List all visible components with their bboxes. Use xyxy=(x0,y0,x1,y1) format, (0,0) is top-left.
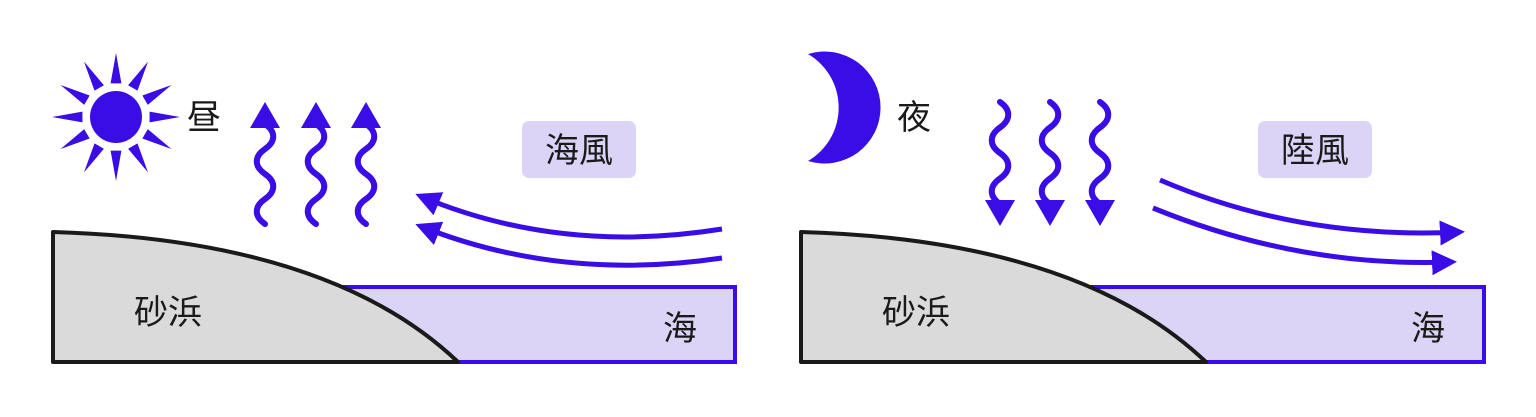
day-heat-arrow-head-1 xyxy=(250,102,280,128)
day-wind-label: 海風 xyxy=(545,131,613,171)
sun-ray xyxy=(149,111,180,123)
night-time-label: 夜 xyxy=(897,98,931,138)
night-sea-label: 海 xyxy=(1411,309,1445,349)
day-heat-arrow-1 xyxy=(253,121,277,227)
night-heat-arrow-1 xyxy=(988,99,1012,207)
night-land-label: 砂浜 xyxy=(882,293,950,333)
day-sand-beach xyxy=(51,230,460,364)
sun-ray xyxy=(84,143,104,173)
sun-ray xyxy=(60,129,90,149)
sun-ray xyxy=(128,143,148,173)
night-heat-arrow-head-1 xyxy=(985,200,1015,226)
sun-ray xyxy=(128,61,148,91)
day-land-label: 砂浜 xyxy=(134,293,202,333)
night-wind-arrow-lower xyxy=(1152,205,1457,276)
night-wind-label-box: 陸風 xyxy=(1258,121,1372,178)
sun-ray xyxy=(142,129,172,149)
sun-ray xyxy=(142,85,172,105)
sun-ray xyxy=(52,111,83,123)
sun-ray xyxy=(110,150,122,181)
day-wind-label-box: 海風 xyxy=(522,121,636,178)
night-heat-arrow-head-3 xyxy=(1085,200,1115,226)
sun-icon xyxy=(52,53,180,181)
night-wind-label: 陸風 xyxy=(1281,131,1349,171)
night-heat-arrow-3 xyxy=(1088,99,1112,207)
sun-ray xyxy=(60,85,90,105)
day-time-label: 昼 xyxy=(187,98,221,138)
night-wind-arrows xyxy=(1152,177,1465,276)
day-heat-arrow-head-3 xyxy=(351,102,381,128)
night-heat-arrow-2 xyxy=(1038,99,1062,207)
day-heat-arrow-3 xyxy=(354,121,378,227)
sun-ray xyxy=(84,61,104,91)
night-heat-arrows xyxy=(985,99,1115,226)
day-wind-arrows xyxy=(415,192,723,268)
night-wind-arrow-upper xyxy=(1159,177,1465,246)
day-heat-arrows xyxy=(250,102,381,227)
night-sand-beach xyxy=(799,230,1208,364)
sun-disc xyxy=(90,91,142,143)
day-wind-arrow-upper xyxy=(415,192,723,240)
day-heat-arrow-head-2 xyxy=(301,102,331,128)
sun-ray xyxy=(110,53,122,84)
night-heat-arrow-head-2 xyxy=(1035,200,1065,226)
day-sea-label: 海 xyxy=(663,309,697,349)
day-heat-arrow-2 xyxy=(304,121,328,227)
day-wind-arrow-lower xyxy=(415,221,723,268)
day-panel: 昼 海風 海 砂浜 xyxy=(51,53,737,364)
moon-icon xyxy=(808,51,881,164)
night-panel: 夜 陸風 海 砂浜 xyxy=(799,51,1486,364)
